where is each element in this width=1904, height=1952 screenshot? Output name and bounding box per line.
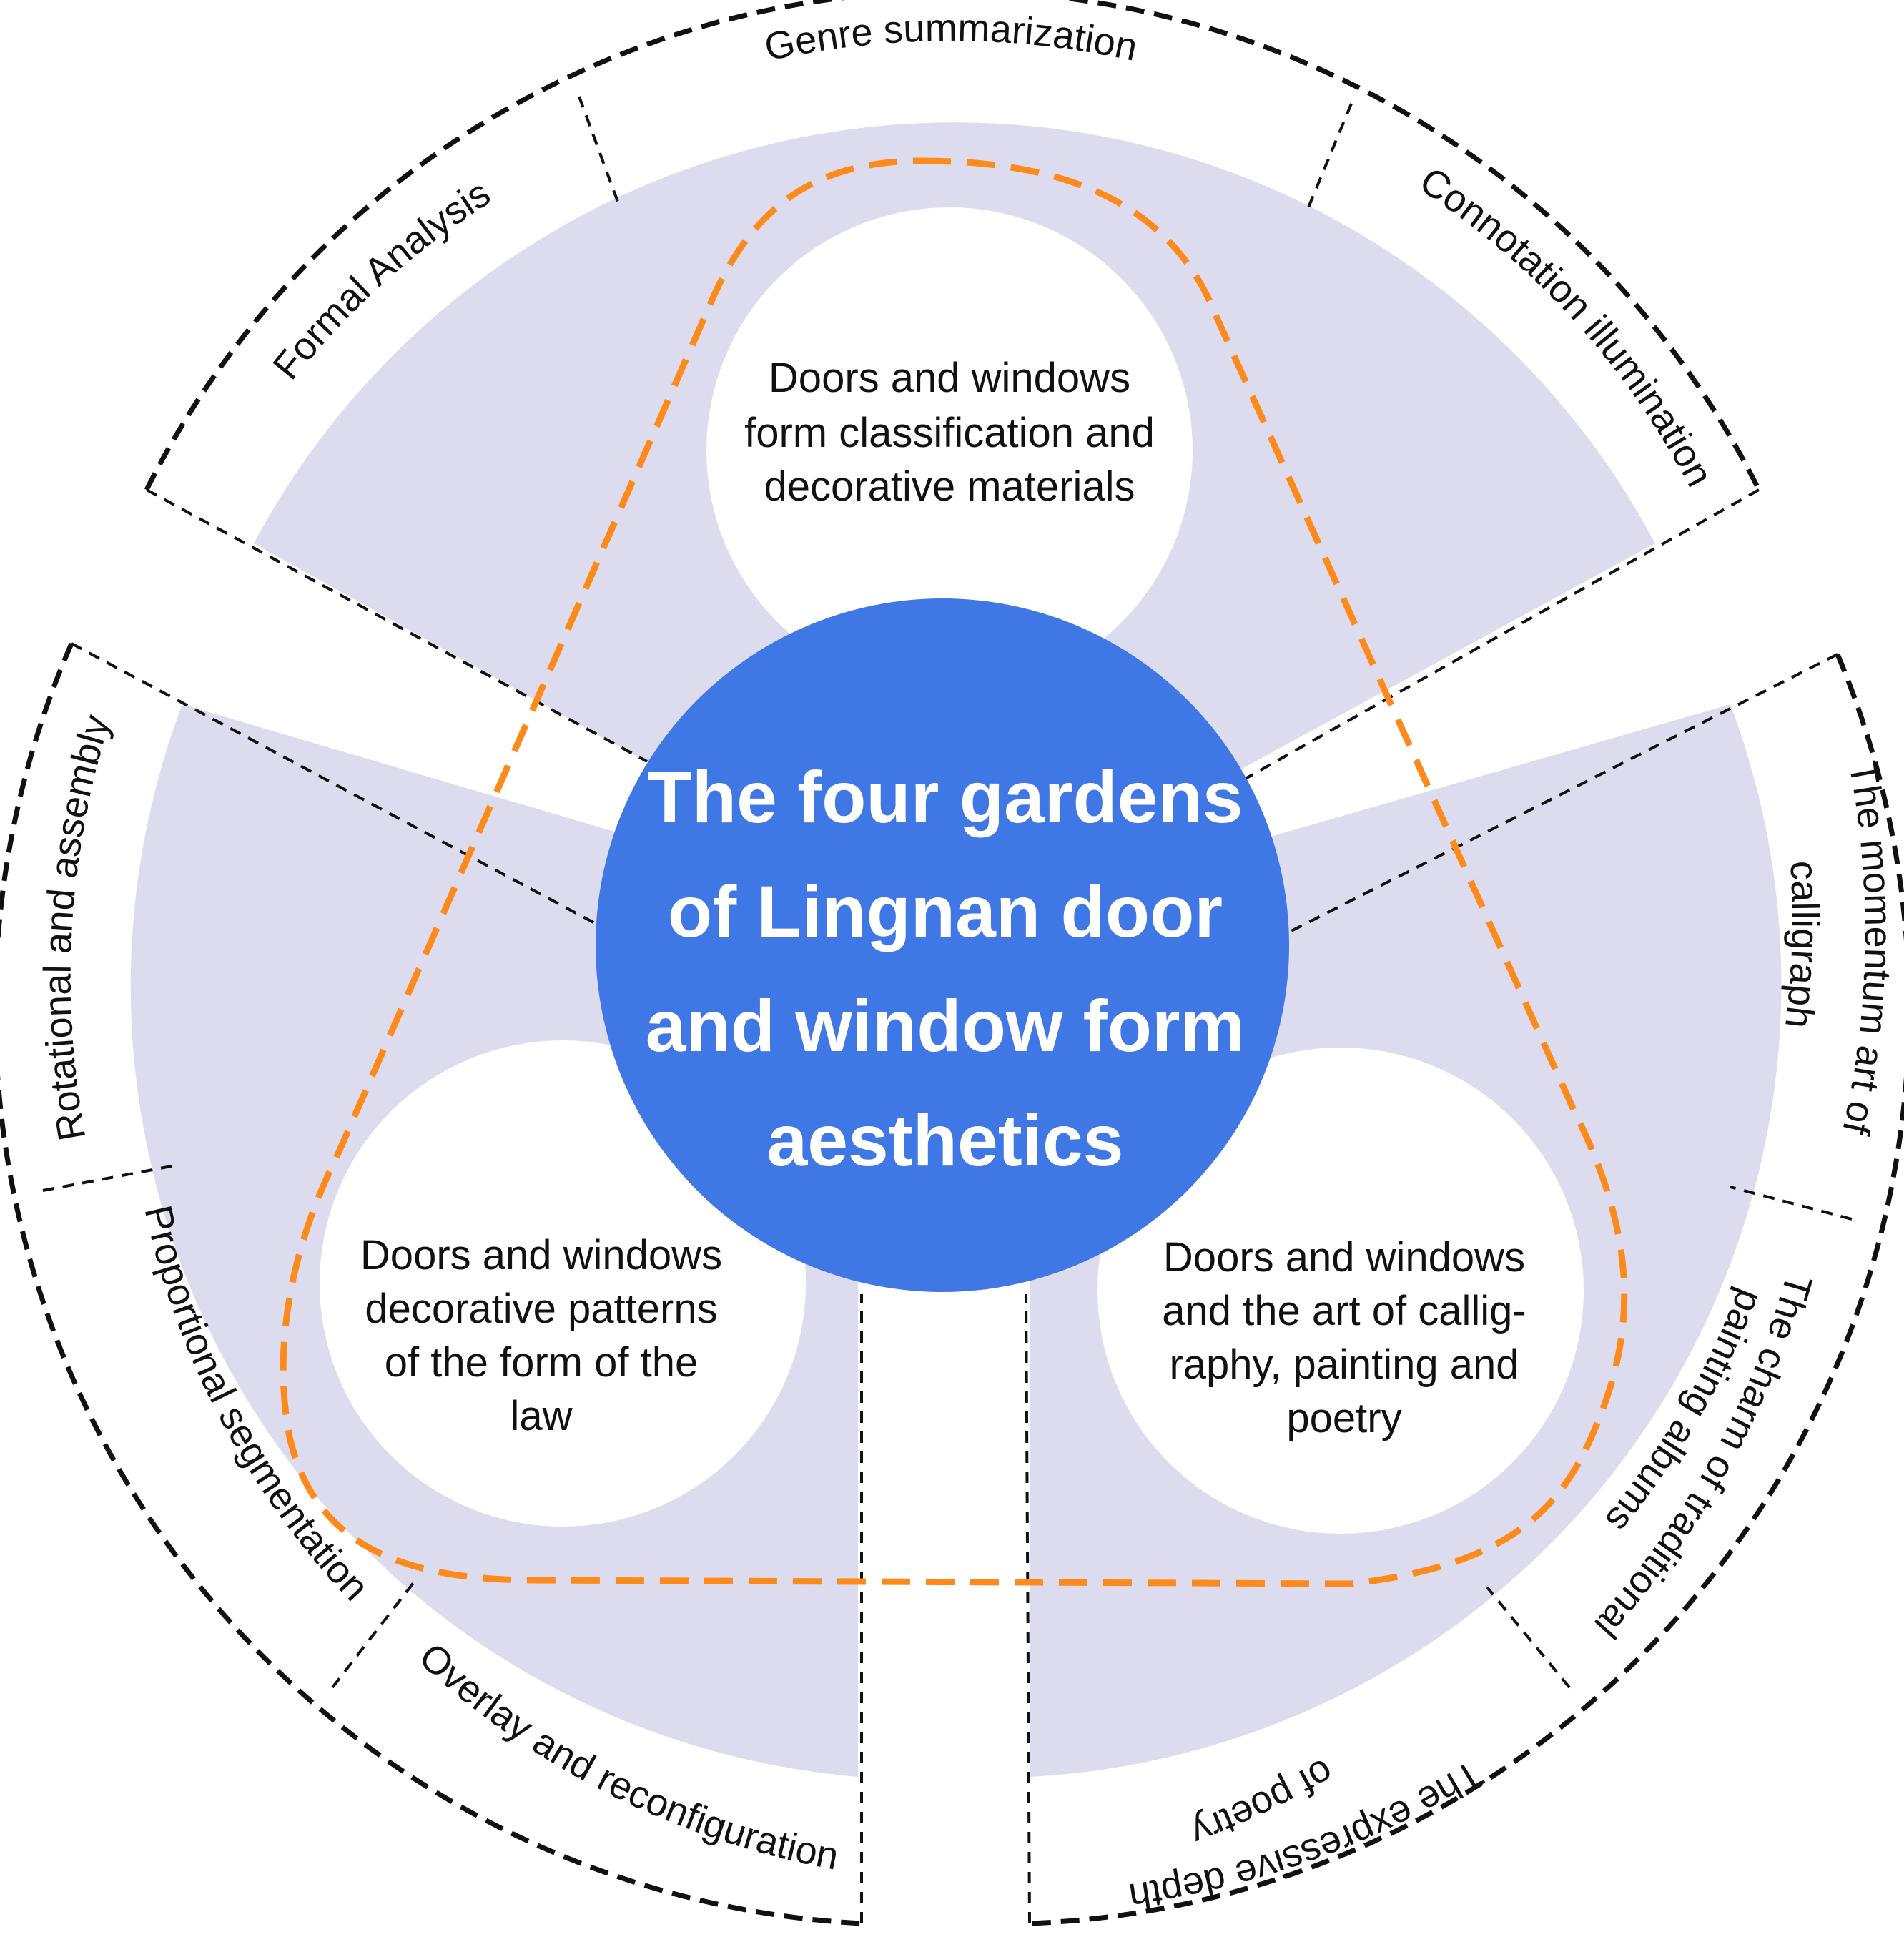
node-circle-right: [1097, 1048, 1584, 1534]
node-top-line-2: form classification and: [744, 410, 1155, 456]
node-right-line-2: and the art of callig-: [1162, 1288, 1526, 1334]
divider-lines: [42, 96, 1853, 1924]
node-left-label: Doors and windows decorative patterns of…: [360, 1232, 722, 1439]
band-gap-bottom: [858, 1251, 1030, 1777]
divider-charm-expressive: [1486, 1586, 1571, 1689]
outer-arc-top: [144, 0, 1762, 491]
label-rotational-assembly: Rotational and assembly: [36, 710, 119, 1144]
divider-momentum-charm: [1730, 1186, 1853, 1221]
label-momentum-art-line-1: The momentum art of: [1834, 758, 1900, 1139]
divider-right-bottom-edge: [1025, 1293, 1031, 1924]
node-left-line-1: Doors and windows: [360, 1232, 722, 1278]
divider-formal-genre: [578, 96, 620, 204]
node-right-line-3: raphy, painting and: [1169, 1341, 1519, 1388]
node-top-line-1: Doors and windows: [769, 355, 1130, 401]
node-top-label: Doors and windows form classification an…: [744, 355, 1155, 510]
divider-right-top-edge: [1286, 653, 1838, 935]
divider-genre-connotation: [1307, 103, 1353, 208]
node-circle-top: [706, 207, 1193, 694]
node-right-line-4: poetry: [1286, 1395, 1401, 1441]
node-left-line-2: decorative patterns: [365, 1286, 717, 1332]
center-title: The four gardens of Lingnan door and win…: [646, 756, 1246, 1181]
node-top-line-3: decorative materials: [764, 463, 1135, 510]
node-right-label: Doors and windows and the art of callig-…: [1162, 1234, 1526, 1441]
center-line-2: of Lingnan door: [668, 871, 1223, 952]
divider-rotational-proportional: [42, 1164, 176, 1192]
center-line-3: and window form: [646, 985, 1246, 1067]
center-line-1: The four gardens: [647, 756, 1243, 838]
node-right-line-1: Doors and windows: [1163, 1234, 1525, 1281]
label-momentum-art-line-2: calligraph: [1777, 859, 1827, 1030]
divider-proportional-overlay: [331, 1575, 420, 1689]
center-circle: [596, 598, 1289, 1292]
label-genre-summarization: Genre summarization: [761, 6, 1141, 69]
node-left-line-4: law: [510, 1393, 573, 1439]
divider-top-left-edge: [146, 488, 648, 763]
center-line-4: aesthetics: [767, 1100, 1124, 1181]
node-left-line-3: of the form of the: [385, 1339, 698, 1386]
